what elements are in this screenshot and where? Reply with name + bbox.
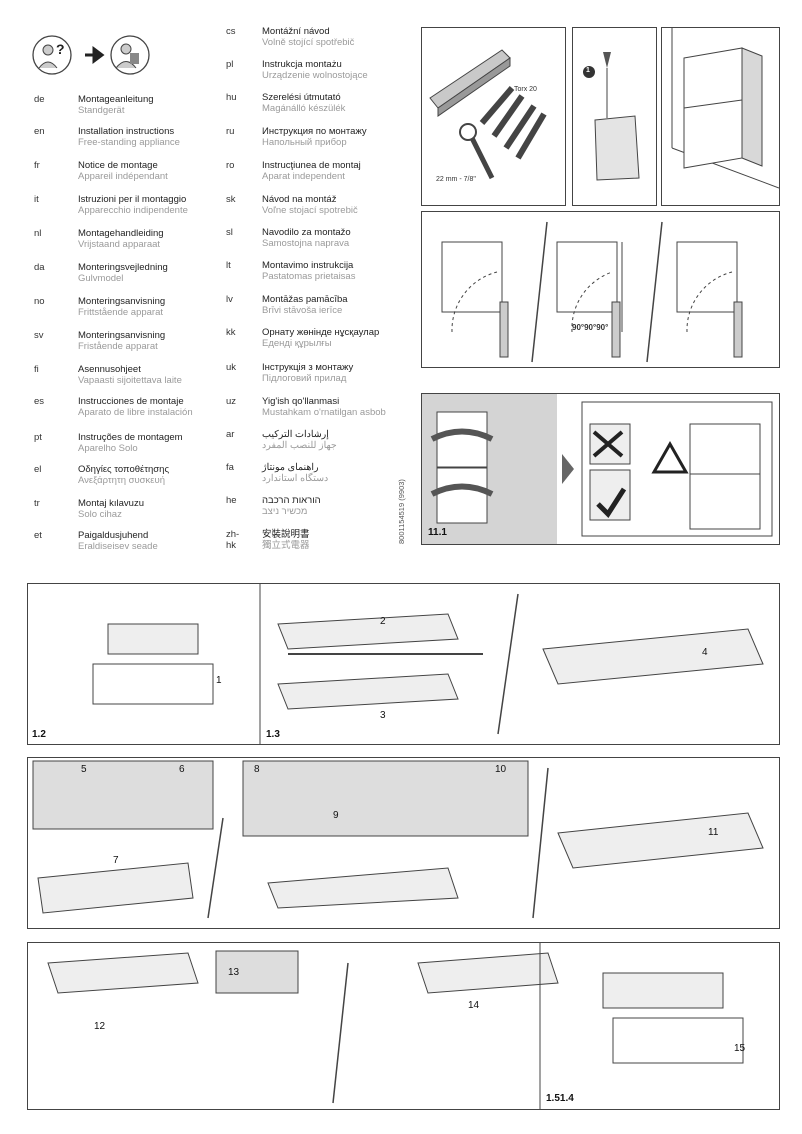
door-reversal-illustration [422,394,773,544]
clearance-label: 90°90°90° [572,323,609,332]
bag-step-number: 1 [586,67,590,74]
step-9: 9 [333,810,339,821]
figure-label-1-2: 1.2 [32,729,46,740]
step-2: 2 [380,616,386,627]
torx-label: Torx 20 [514,86,537,93]
door-reversal-panel: 11.1 [421,393,780,545]
step-14: 14 [468,1000,480,1011]
step-7: 7 [113,855,119,866]
step-5: 5 [81,764,87,775]
tools-panel: Torx 20 22 mm - 7/8" [421,27,566,206]
step-1: 1 [216,675,222,686]
header-icons: ? [30,30,170,80]
figure-label-1-3: 1.3 [266,729,280,740]
shelf-removal-illustration [92,584,764,744]
door-clearance-illustration [441,221,743,363]
door-clearance-panel: 90°90°90° [421,211,780,368]
screw-bag-panel: 1 [572,27,657,206]
shelf-clips-illustration [32,760,764,919]
wrench-label: 22 mm - 7/8" [436,176,476,183]
screw-bag-illustration [583,52,640,181]
rail-replacement-illustration [47,943,744,1109]
step-3: 3 [380,710,386,721]
svg-text:?: ? [56,41,65,57]
step-15: 15 [734,1043,746,1054]
figure-label-11-1: 11.1 [428,527,447,538]
step-8: 8 [254,764,260,775]
step-10: 10 [495,764,507,775]
document-code: 8001154519 (9903) [397,479,406,544]
tools-illustration [429,49,547,180]
step-4: 4 [702,647,708,658]
shelf-removal-panel: 1.2 1.3 1 2 3 4 [27,583,780,745]
fridge-overview-panel [661,27,780,206]
rail-replacement-panel: 12 13 14 15 1.51.4 [27,942,780,1110]
step-13: 13 [228,967,240,978]
figure-label-1-51-4: 1.51.4 [546,1093,574,1104]
fridge-corner-illustration [671,28,779,189]
step-6: 6 [179,764,185,775]
step-11: 11 [708,827,719,838]
shelf-clips-panel: 5 6 7 8 9 10 11 [27,757,780,929]
step-12: 12 [94,1021,106,1032]
confused-person-icon: ? [32,35,150,75]
